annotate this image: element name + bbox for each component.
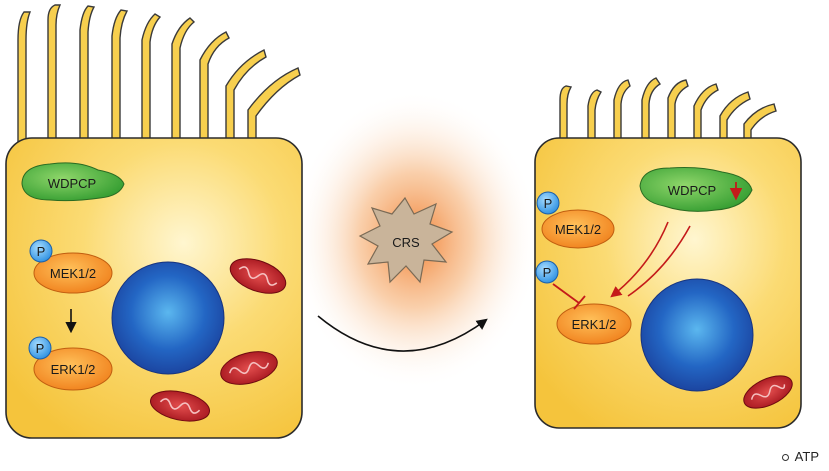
inhibit-bar-icon bbox=[552, 283, 586, 310]
left-mek-phospho-icon bbox=[29, 239, 53, 263]
left-erk-phospho-label: P bbox=[36, 341, 45, 356]
left-mitochondrion-3 bbox=[150, 390, 210, 422]
left-nucleus bbox=[111, 261, 225, 375]
atp-dot-icon bbox=[781, 454, 789, 462]
right-mek-phospho-label: P bbox=[544, 196, 553, 211]
right-wdpcp-protein bbox=[639, 167, 753, 212]
left-wdpcp-label: WDPCP bbox=[48, 176, 96, 191]
left-erk-protein bbox=[33, 347, 113, 391]
right-cilia bbox=[559, 77, 777, 151]
right-nucleus bbox=[640, 278, 754, 392]
left-wdpcp-protein bbox=[21, 162, 125, 202]
right-mek-phospho-icon bbox=[536, 191, 560, 215]
wdpcp-to-phospho-arrow bbox=[627, 225, 691, 297]
left-mek-protein bbox=[33, 252, 113, 294]
left-mitochondrion-2 bbox=[220, 351, 278, 385]
right-mek-protein bbox=[541, 209, 615, 249]
right-mitochondrion bbox=[743, 375, 793, 409]
transition-arrow bbox=[317, 315, 488, 352]
crs-stressor-shape bbox=[358, 196, 454, 284]
left-mek-label: MEK1/2 bbox=[50, 266, 96, 281]
left-erk-phospho-icon bbox=[28, 336, 52, 360]
legend-label: ATP bbox=[794, 449, 819, 464]
right-erk-phospho-icon bbox=[535, 260, 559, 284]
right-erk-label: ERK1/2 bbox=[572, 317, 617, 332]
left-erk-label: ERK1/2 bbox=[51, 362, 96, 377]
right-erk-phospho-label: P bbox=[543, 265, 552, 280]
wdpcp-to-erk-arrow bbox=[610, 221, 669, 298]
left-cilia bbox=[17, 4, 301, 151]
legend: ATP bbox=[781, 449, 819, 464]
right-wdpcp-label: WDPCP bbox=[668, 183, 716, 198]
right-erk-protein bbox=[556, 303, 632, 345]
left-mek-phospho-label: P bbox=[37, 244, 46, 259]
left-mitochondrion-1 bbox=[229, 258, 287, 294]
crs-label: CRS bbox=[392, 235, 420, 250]
right-mek-label: MEK1/2 bbox=[555, 222, 601, 237]
